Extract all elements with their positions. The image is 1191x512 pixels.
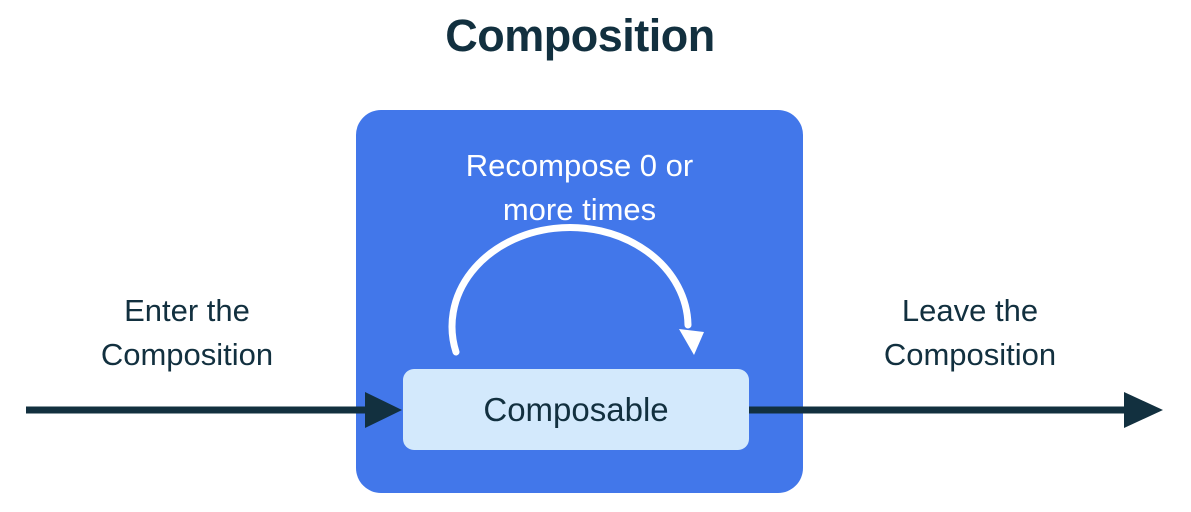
leave-arrow [749, 392, 1163, 428]
composable-label: Composable [483, 390, 669, 428]
composable-node: Composable [403, 369, 749, 450]
leave-label: Leave the Composition [883, 293, 1057, 372]
enter-label: Enter the Composition [100, 293, 274, 372]
recompose-label: Recompose 0 or more times [465, 148, 694, 227]
diagram-title: Composition [445, 10, 715, 61]
enter-arrow [26, 392, 402, 428]
